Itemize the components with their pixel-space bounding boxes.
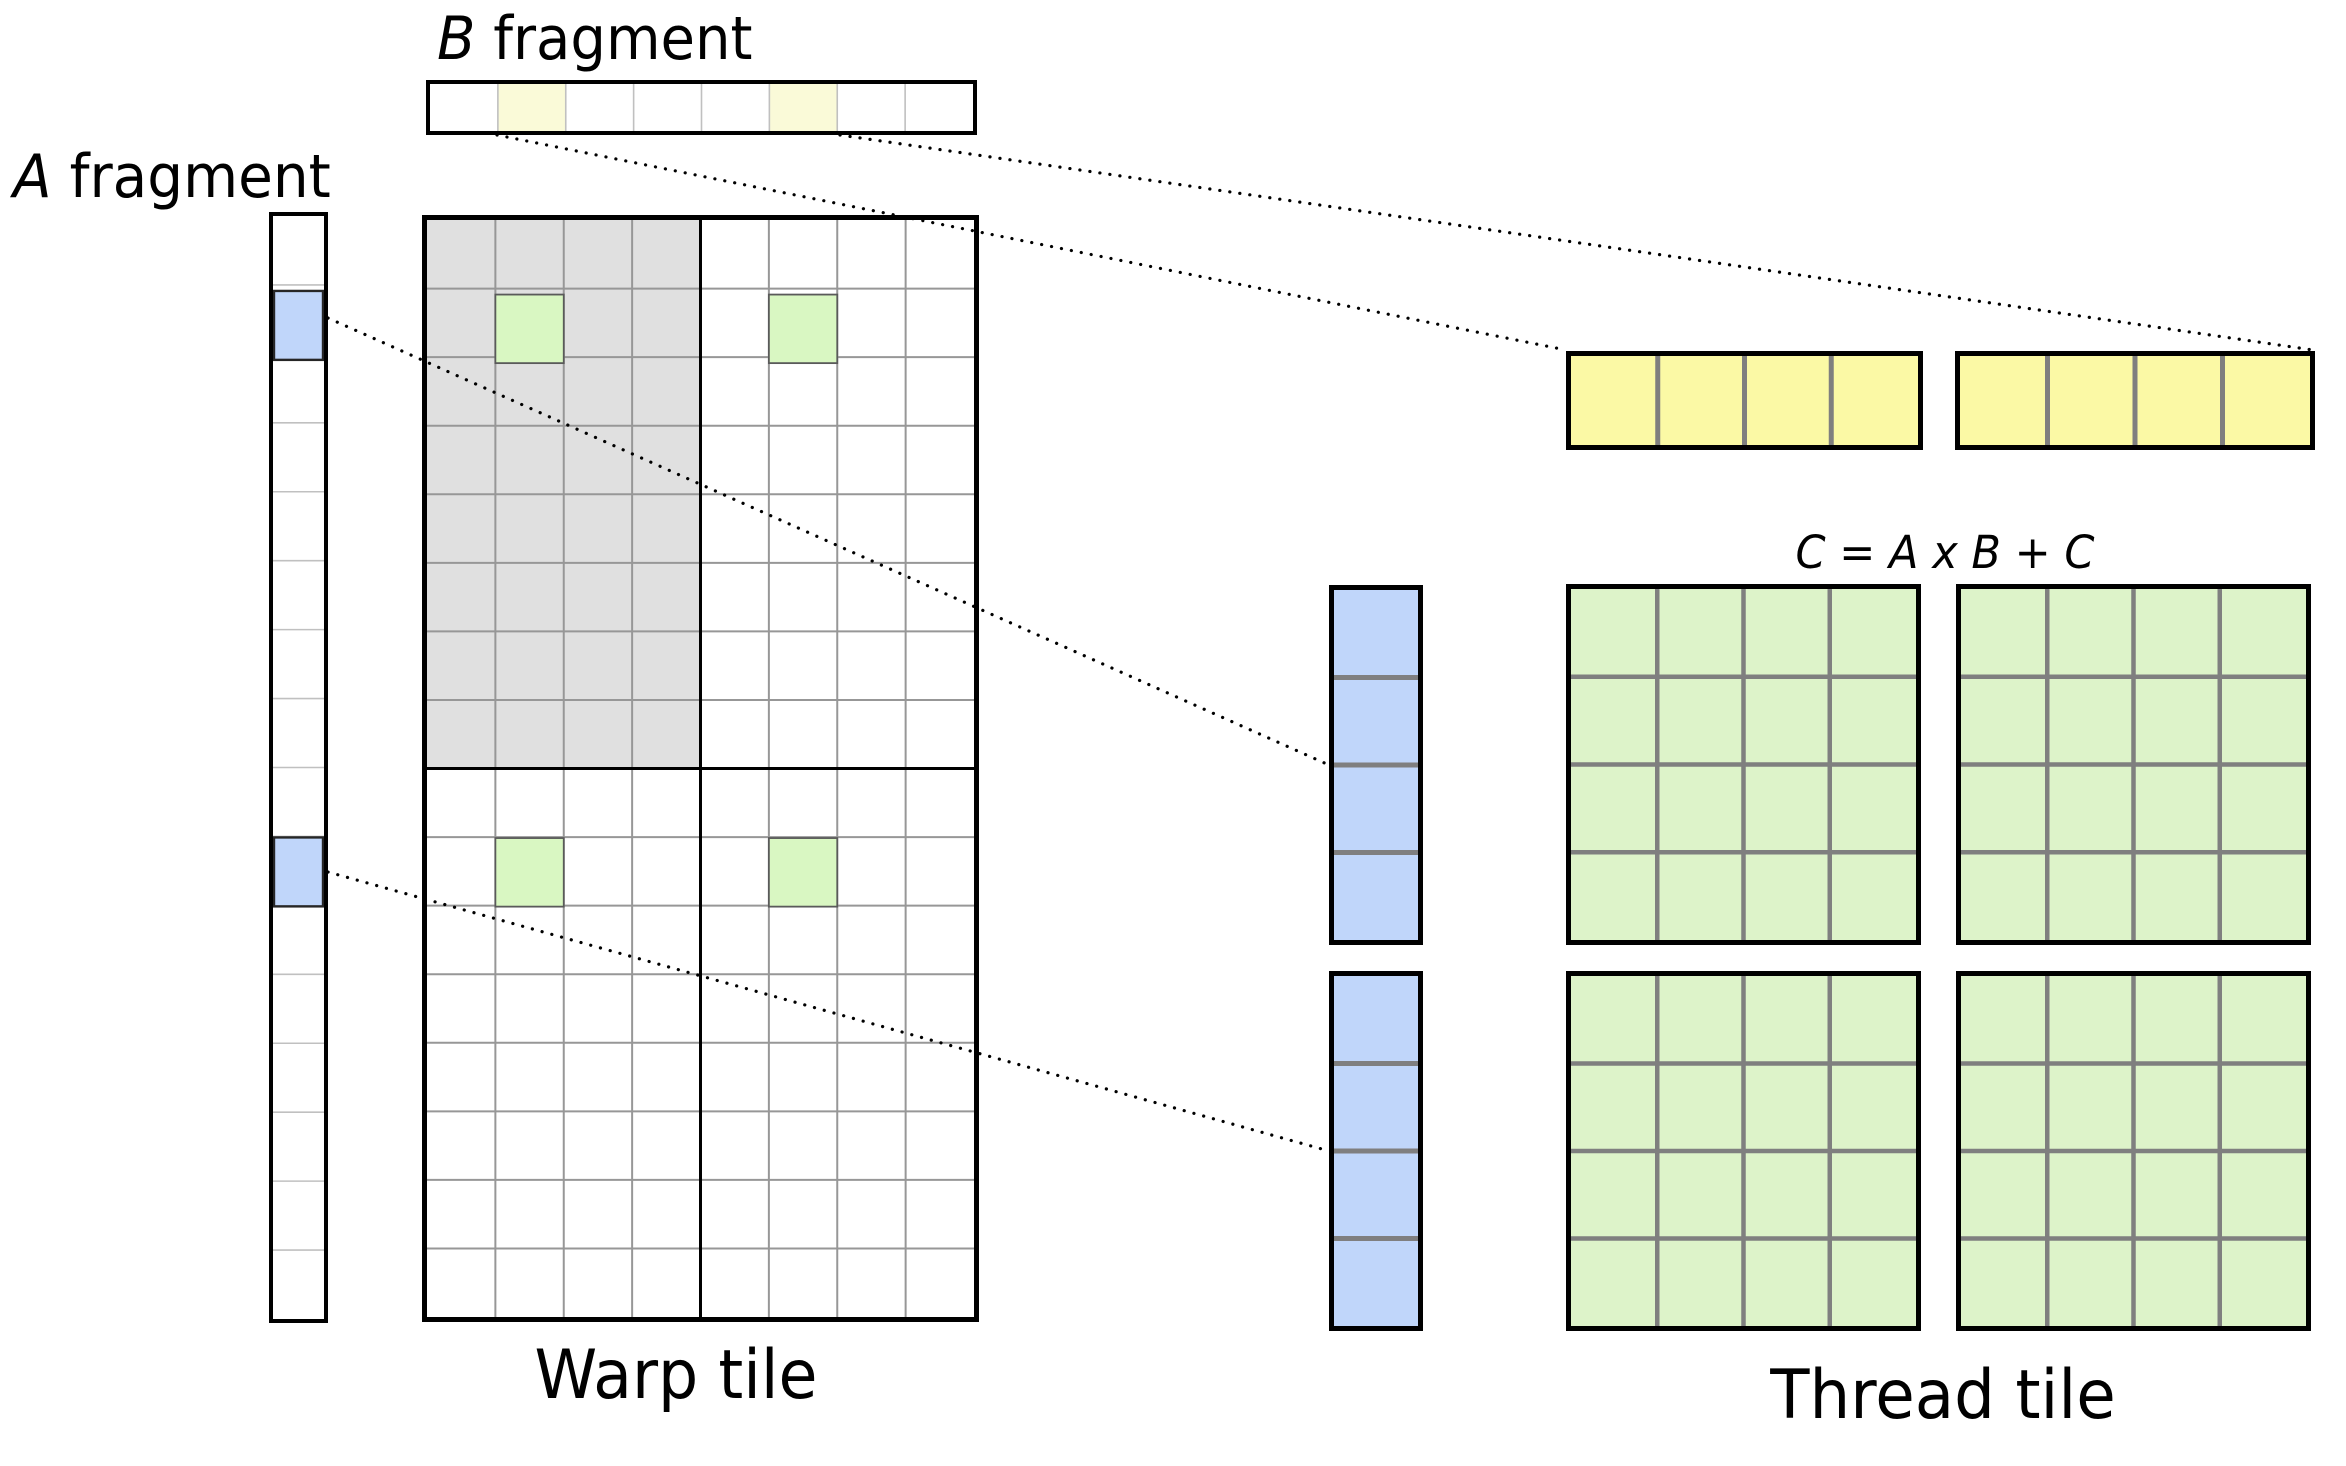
b-fragment-strip-highlight-cell-0: [497, 84, 566, 131]
a-fragment-label-rest: fragment: [51, 142, 331, 212]
thread-tile-grid-1-border: [1566, 584, 1921, 945]
b-thread-fragment-1: [1566, 351, 1923, 450]
a-fragment-strip: [269, 212, 328, 1323]
equation-c1: C: [1795, 526, 1826, 579]
warp-tile-border: [422, 215, 979, 1322]
thread-tile-grid-1: [1566, 584, 1921, 945]
warp-tile-label: Warp tile: [534, 1336, 818, 1415]
b-fragment-label-rest: fragment: [475, 4, 753, 74]
thread-tile-grid-3-border: [1566, 971, 1921, 1331]
b-fragment-label: B fragment: [437, 9, 753, 69]
b-fragment-strip: [426, 80, 977, 135]
connector-b-cell-to-fragment-2: [838, 133, 2315, 352]
a-thread-fragment-1-border: [1329, 585, 1423, 945]
equation-times: x: [1918, 526, 1972, 579]
b-thread-fragment-2-border: [1955, 351, 2315, 450]
warp-tile-grid: [422, 215, 979, 1322]
b-fragment-strip-border: [426, 80, 977, 135]
equation-label: C = A x B + C: [1796, 530, 2095, 575]
equation-a: A: [1889, 526, 1919, 579]
b-fragment-strip-highlight-cell-1: [769, 84, 838, 131]
a-thread-fragment-2-border: [1329, 971, 1423, 1331]
a-thread-fragment-1: [1329, 585, 1423, 945]
b-thread-fragment-2: [1955, 351, 2315, 450]
thread-tile-grid-2: [1956, 584, 2311, 945]
connector-b-cell-to-fragment-1: [495, 133, 1568, 352]
a-fragment-strip-highlight-cell-0: [272, 289, 325, 362]
a-fragment-strip-highlight-cell-1: [272, 836, 325, 908]
a-fragment-label-letter: A: [13, 142, 52, 212]
equation-c2: C: [2064, 526, 2095, 579]
a-fragment-strip-border: [269, 212, 328, 1323]
warp-tile-highlight-cell-1: [767, 293, 839, 365]
warp-tile-highlight-cell-3: [767, 837, 839, 908]
warp-tile-highlight-cell-0: [494, 293, 565, 365]
thread-tile-label: Thread tile: [1770, 1356, 2116, 1435]
thread-tile-grid-2-border: [1956, 584, 2311, 945]
b-fragment-label-letter: B: [437, 4, 476, 74]
equation-plus: +: [2000, 526, 2065, 579]
a-thread-fragment-2: [1329, 971, 1423, 1331]
equation-equals: =: [1825, 526, 1890, 579]
connector-a-cell-to-fragment-2: [326, 870, 1331, 1153]
a-fragment-label: A fragment: [13, 147, 331, 207]
equation-b: B: [1971, 526, 2001, 579]
b-thread-fragment-1-border: [1566, 351, 1923, 450]
thread-tile-grid-4: [1956, 971, 2311, 1331]
connector-a-cell-to-fragment-1: [326, 316, 1331, 767]
thread-tile-grid-4-border: [1956, 971, 2311, 1331]
thread-tile-grid-3: [1566, 971, 1921, 1331]
warp-tile-highlight-cell-2: [494, 837, 565, 908]
